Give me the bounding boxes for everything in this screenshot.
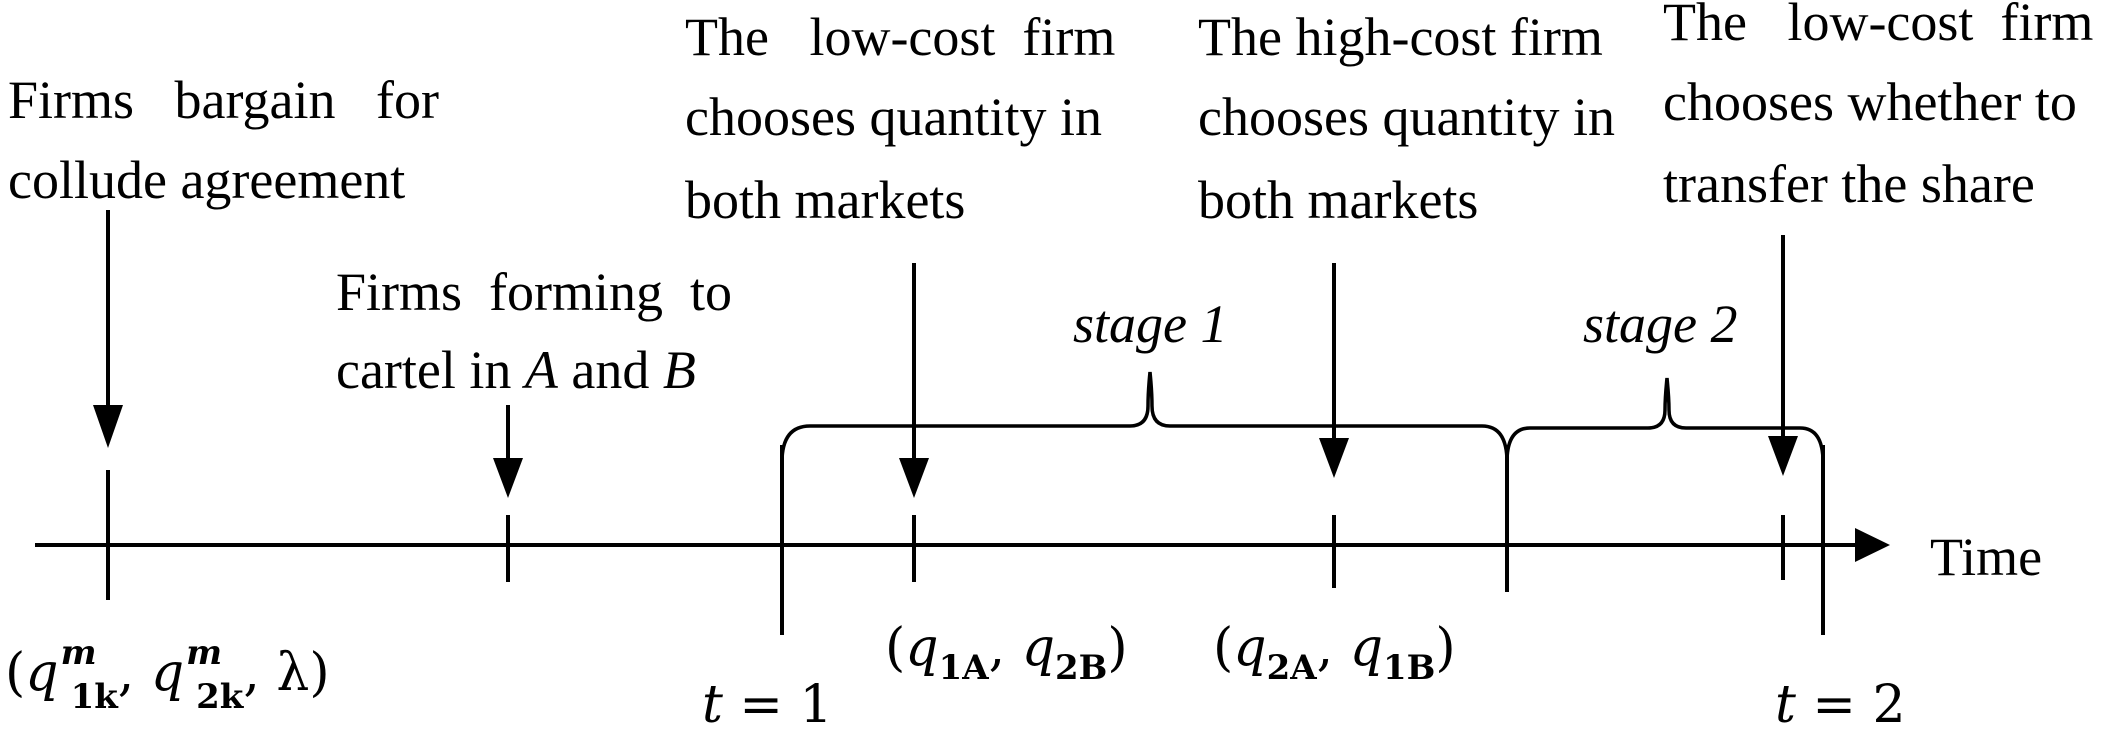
arrow-bargain-head [93, 405, 123, 448]
stage2-tuple: (q2A, q1B) [1213, 618, 1456, 688]
transfer-line3: transfer the share [1663, 154, 2035, 214]
bargain-line2: collude agreement [8, 150, 405, 210]
event-forming-text: Firms forming to cartel in A and B [336, 262, 732, 400]
transfer-line1: The low-cost firm [1663, 0, 2093, 52]
forming-line2: cartel in A and B [336, 340, 696, 400]
stage1-tuple: (q1A, q2B) [885, 618, 1128, 688]
bargain-line1: Firms bargain for [8, 70, 439, 130]
arrow-forming-head [493, 458, 523, 498]
forming-line2-and: and [558, 340, 663, 400]
stage2-brace [1505, 377, 1825, 463]
forming-var-a: A [522, 340, 559, 400]
time-axis-arrowhead [1855, 528, 1890, 562]
stage2-label: stage 2 [1583, 294, 1738, 354]
t2-label: t = 2 [1775, 675, 1906, 733]
t1-label: t = 1 [702, 675, 833, 733]
high-cost-choose-line1: The high-cost firm [1198, 7, 1603, 67]
forming-line1: Firms forming to [336, 262, 732, 322]
arrow-high-cost-choose-head [1319, 438, 1349, 478]
event-transfer-text: The low-cost firm chooses whether to tra… [1663, 0, 2093, 214]
high-cost-choose-line2: chooses quantity in [1198, 87, 1615, 147]
time-axis: Time [35, 527, 2042, 587]
stage1-label: stage 1 [1073, 294, 1228, 354]
arrow-low-cost-choose-head [899, 458, 929, 498]
low-cost-choose-line2: chooses quantity in [685, 87, 1102, 147]
time-axis-label: Time [1930, 527, 2042, 587]
event-arrows [93, 210, 1798, 498]
tick-marks [106, 470, 1785, 600]
stage-boundaries [780, 445, 1825, 635]
forming-var-b: B [663, 340, 696, 400]
transfer-line2: chooses whether to [1663, 72, 2077, 132]
arrow-transfer-head [1768, 436, 1798, 476]
event-bargain-text: Firms bargain for collude agreement [8, 70, 439, 210]
low-cost-choose-line3: both markets [685, 170, 965, 230]
event-high-cost-choose-text: The high-cost firm chooses quantity in b… [1198, 7, 1615, 230]
stage1-brace [780, 371, 1509, 463]
forming-line2-prefix: cartel in [336, 340, 525, 400]
low-cost-choose-line1: The low-cost firm [685, 7, 1115, 67]
event-low-cost-choose-text: The low-cost firm chooses quantity in bo… [685, 7, 1115, 230]
high-cost-choose-line3: both markets [1198, 170, 1478, 230]
